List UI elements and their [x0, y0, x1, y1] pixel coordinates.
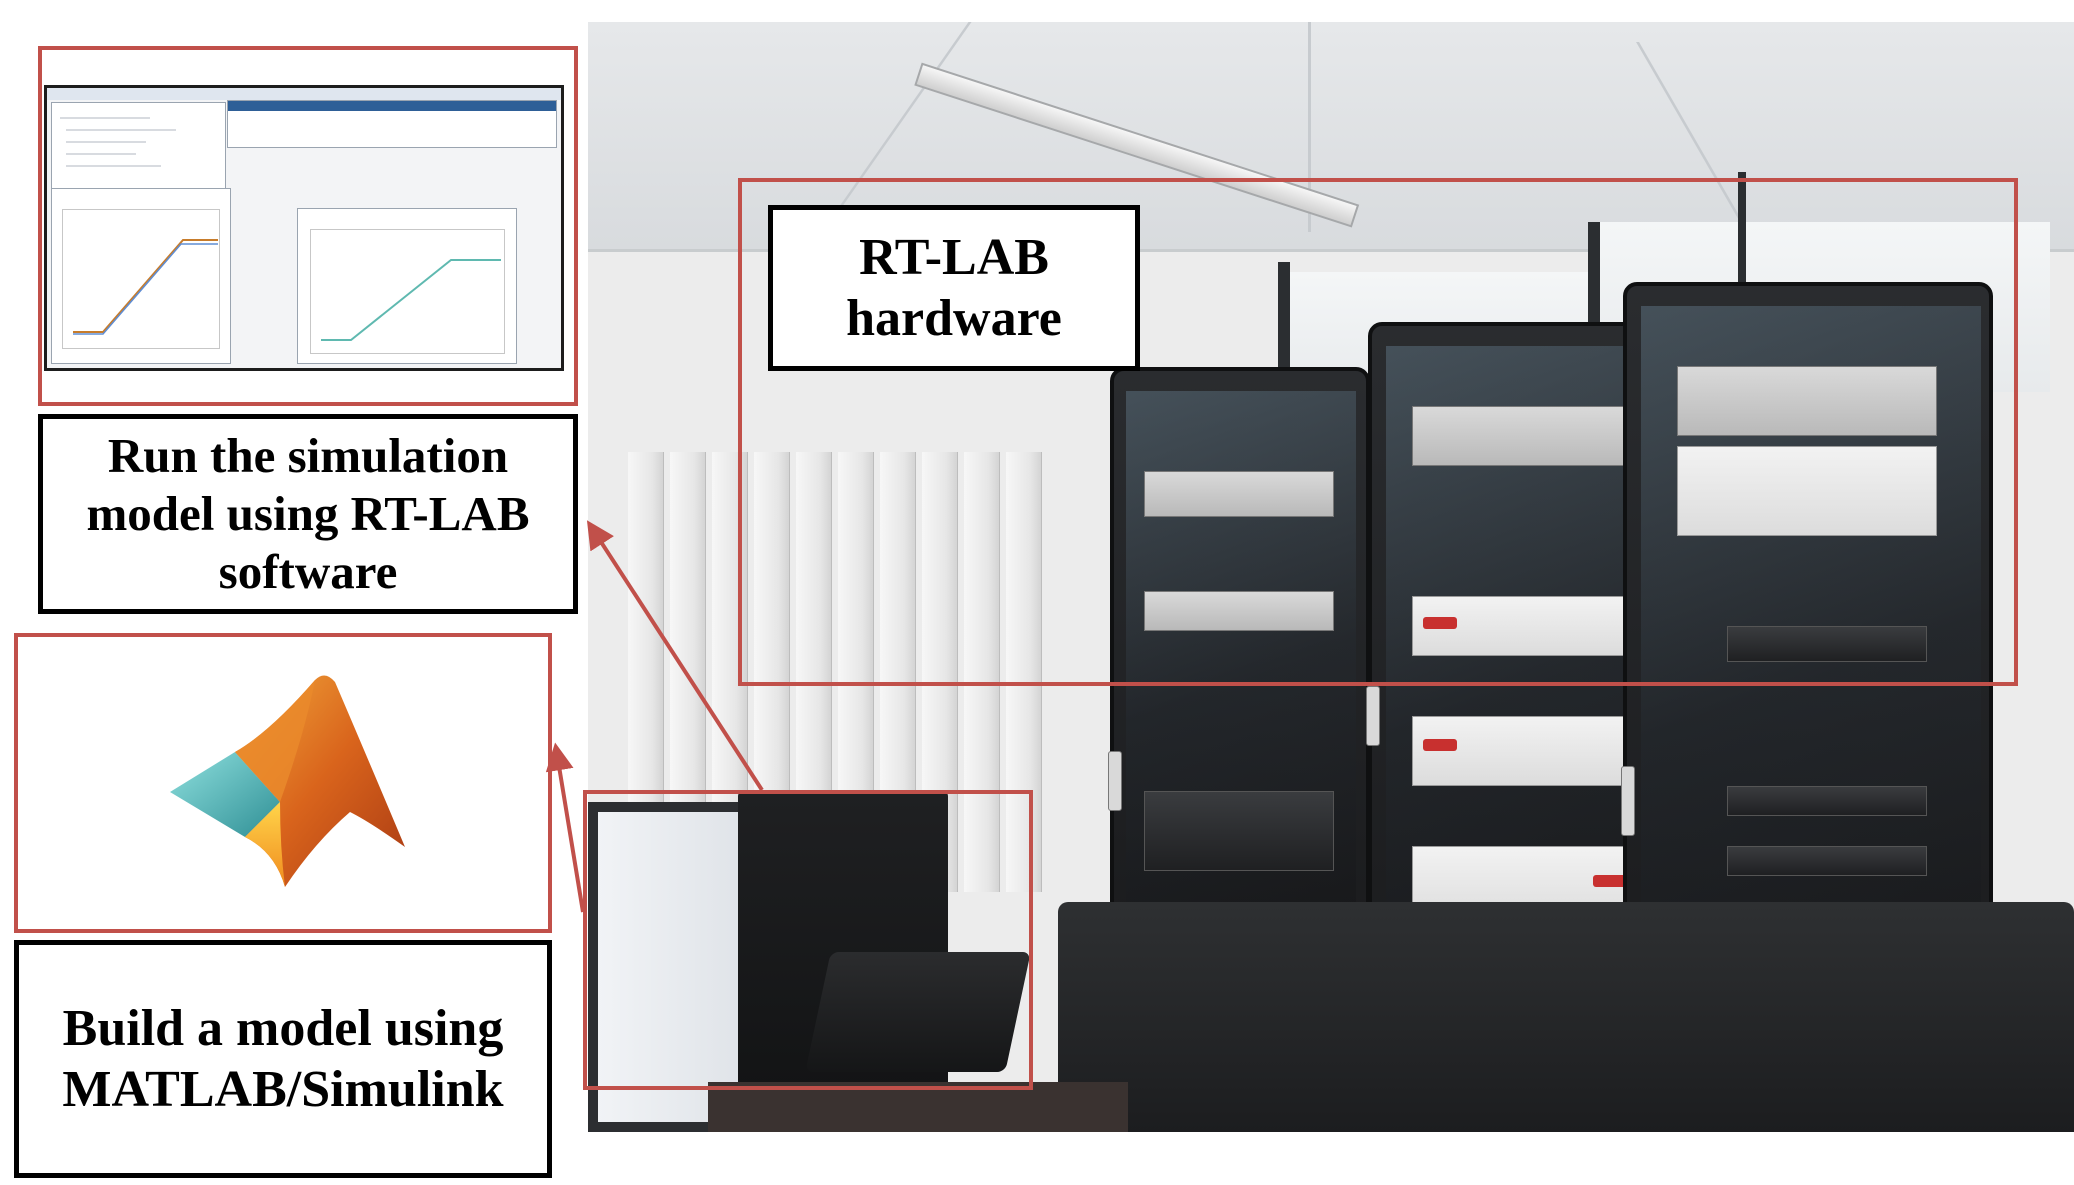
scope-plot-2	[310, 229, 505, 354]
opal-rt-simulator	[1412, 716, 1642, 786]
server-unit	[1727, 846, 1927, 876]
rack-cabinet-3	[1621, 282, 1993, 987]
radiator-fin	[1006, 452, 1042, 892]
desk	[708, 1082, 1128, 1132]
ribbon-bar	[228, 101, 556, 111]
cabinet-handle	[1621, 766, 1635, 836]
network-switch	[1144, 591, 1334, 631]
opal-rt-simulator	[1412, 596, 1642, 656]
rtlab-hardware-label: RT-LAB hardware	[768, 205, 1140, 371]
opal-rt-logo	[1423, 739, 1457, 751]
software-highlight-frame	[38, 46, 578, 406]
network-switch	[1144, 471, 1334, 517]
window-titlebar	[47, 88, 561, 100]
scope-window-1	[51, 188, 231, 364]
scope-window-2	[297, 208, 517, 364]
tree-row	[60, 117, 150, 119]
arrow-to-software	[586, 520, 764, 792]
cabinet-handle	[1108, 751, 1122, 811]
rack-cabinet-1	[1108, 367, 1370, 927]
foreground-monitor	[1058, 902, 2074, 1132]
opal-rt-logo	[1593, 875, 1627, 887]
radiator-fin	[964, 452, 1000, 892]
cabinet-handle	[1366, 686, 1380, 746]
arrow-to-matlab	[545, 742, 585, 913]
tree-row	[66, 129, 176, 131]
tree-row	[66, 141, 146, 143]
matlab-logo-icon	[170, 675, 405, 887]
opal-rt-logo	[1423, 617, 1457, 629]
server-unit	[1144, 791, 1334, 871]
build-model-label: Build a model using MATLAB/Simulink	[14, 940, 552, 1178]
server-unit	[1727, 626, 1927, 662]
network-switch	[1677, 366, 1937, 436]
server-unit	[1727, 786, 1927, 816]
scope-curve-2	[321, 259, 501, 341]
tree-row	[66, 165, 161, 167]
hardware-highlight-frame	[738, 178, 2018, 686]
network-switch	[1412, 406, 1642, 466]
labelled-chassis	[1677, 446, 1937, 536]
ceiling-grid-line	[1308, 22, 1311, 232]
run-simulation-label: Run the simulation model using RT-LAB so…	[38, 414, 578, 614]
rtlab-software-screenshot	[44, 85, 564, 371]
scope-curve-1	[73, 239, 218, 335]
lab-photo	[588, 22, 2074, 1132]
matlab-highlight-frame	[14, 633, 552, 933]
scope-plot-1	[62, 209, 220, 349]
workstation-highlight-frame	[583, 790, 1033, 1090]
simulink-toolbar-window	[227, 100, 557, 148]
tree-row	[66, 153, 136, 155]
